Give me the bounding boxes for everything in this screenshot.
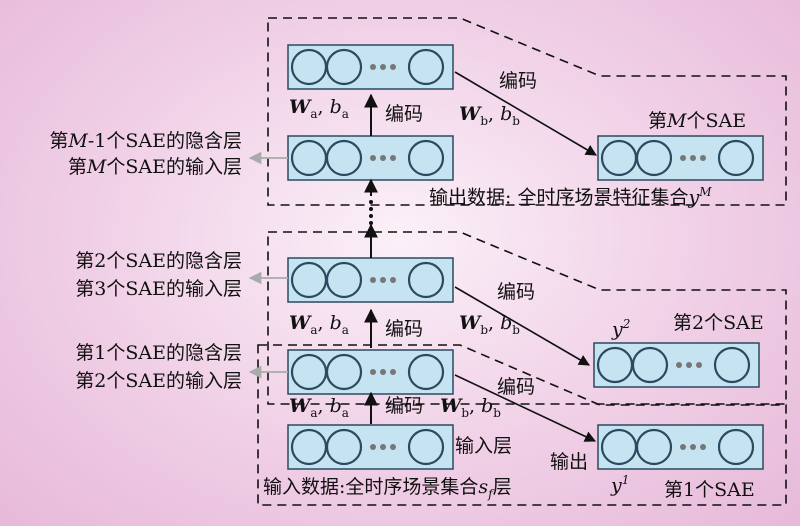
- encode-label-bot-diagonal: 编码: [497, 376, 536, 398]
- side-label-bot-2: 第2个SAE的输入层: [75, 370, 242, 392]
- param-wa-ba-top: Wa, ba: [289, 96, 349, 121]
- side-label-mid-2: 第3个SAE的输入层: [75, 278, 242, 300]
- neuron: [407, 139, 445, 177]
- neuron: [325, 139, 363, 177]
- neuron: [407, 428, 445, 466]
- ellipsis-dot: [390, 155, 396, 161]
- side-label-mid-1: 第2个SAE的隐含层: [75, 250, 242, 272]
- ellipsis-dot: [370, 155, 376, 161]
- mid-sae-outline: [267, 231, 787, 405]
- ellipsis-dot: [380, 277, 386, 283]
- top-output-data-label: 输出数据: 全时序场景特征集合yM: [429, 185, 712, 209]
- encode-label-mid-vertical: 编码: [385, 318, 424, 340]
- param-wb-bb-top: Wb, bb: [459, 103, 520, 128]
- layer-bot-hidden: [287, 349, 454, 395]
- layer-mid-output: [593, 342, 760, 388]
- neuron: [325, 48, 363, 86]
- neuron: [717, 428, 755, 466]
- layer-top-output: [597, 135, 764, 181]
- encode-label-mid-diagonal: 编码: [497, 281, 536, 303]
- ellipsis-dot: [700, 444, 706, 450]
- ellipsis-dot: [676, 362, 682, 368]
- bot-sae-title: 第1个SAE: [664, 479, 755, 501]
- output-label: 输出: [550, 451, 589, 473]
- neuron: [713, 346, 751, 384]
- input-data-label: 输入数据:全时序场景集合sf层: [263, 476, 512, 501]
- neuron: [717, 139, 755, 177]
- top-sae-title: 第M个SAE: [648, 110, 747, 132]
- side-label-bot-1: 第1个SAE的隐含层: [75, 342, 242, 364]
- ellipsis-dot: [370, 369, 376, 375]
- ellipsis-dot: [370, 277, 376, 283]
- arrow-bot-encode: [454, 374, 597, 442]
- top-sae-outline: [267, 17, 787, 206]
- mid-output-var: y2: [612, 317, 631, 341]
- ellipsis-dot: [380, 155, 386, 161]
- layer-top-hidden: [287, 44, 454, 90]
- side-label-top-2: 第M个SAE的输入层: [67, 156, 242, 178]
- ellipsis-dot: [700, 155, 706, 161]
- ellipsis-dot: [370, 444, 376, 450]
- input-layer-label: 输入层: [455, 435, 513, 457]
- encode-label-bot-vertical: 编码: [385, 395, 424, 417]
- neuron: [407, 48, 445, 86]
- vertical-ellipsis-dots: [369, 200, 373, 225]
- arrow-mid-encode: [454, 286, 590, 366]
- neuron-layers: [287, 44, 764, 470]
- ellipsis-dot: [690, 444, 696, 450]
- ellipsis-dot: [380, 444, 386, 450]
- neuron: [325, 428, 363, 466]
- neuron: [631, 346, 669, 384]
- bot-sae-outline: [257, 344, 787, 506]
- ellipsis-dot: [380, 369, 386, 375]
- param-wb-bb-mid: Wb, bb: [459, 312, 520, 337]
- mid-sae-title: 第2个SAE: [673, 312, 764, 334]
- ellipsis-dot: [390, 369, 396, 375]
- arrow-top-encode: [454, 71, 597, 156]
- layer-bot-input: [287, 424, 454, 470]
- neuron: [407, 353, 445, 391]
- encode-label-top-diagonal: 编码: [499, 70, 538, 92]
- ellipsis-dot: [370, 64, 376, 70]
- ellipsis-dot: [690, 155, 696, 161]
- bot-output-var: y1: [611, 473, 630, 497]
- ellipsis-dot: [390, 277, 396, 283]
- ellipsis-dot: [680, 155, 686, 161]
- ellipsis-dot: [390, 64, 396, 70]
- neuron: [325, 353, 363, 391]
- ellipsis-dot: [380, 64, 386, 70]
- layer-bot-output: [597, 424, 764, 470]
- side-label-top-1: 第M-1个SAE的隐含层: [49, 130, 242, 152]
- ellipsis-dot: [390, 444, 396, 450]
- neuron: [325, 261, 363, 299]
- layer-hm-input: [287, 135, 454, 181]
- layer-mid-hidden: [287, 257, 454, 303]
- neuron: [407, 261, 445, 299]
- neuron: [635, 428, 673, 466]
- param-wa-ba-bot: Wa, ba: [289, 395, 349, 420]
- ellipsis-dot: [696, 362, 702, 368]
- param-wb-bb-bot: Wb, bb: [440, 395, 501, 420]
- neuron: [635, 139, 673, 177]
- encode-label-top-vertical: 编码: [385, 103, 424, 125]
- param-wa-ba-mid: Wa, ba: [289, 312, 349, 337]
- ellipsis-dot: [680, 444, 686, 450]
- ellipsis-dot: [686, 362, 692, 368]
